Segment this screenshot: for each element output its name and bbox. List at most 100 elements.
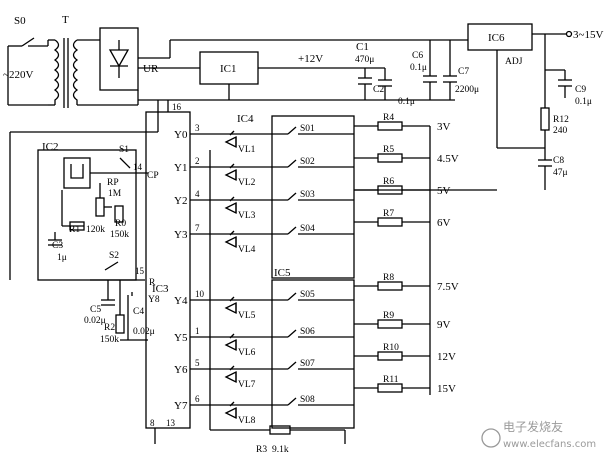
c4-value: 0.02μ [133, 327, 155, 337]
pin-14: 14 [133, 162, 143, 172]
s0-label: S0 [14, 15, 26, 27]
watermark-text: 电子发烧友 [503, 419, 563, 434]
ic1-label: IC1 [220, 63, 237, 75]
resistor [377, 217, 403, 227]
r0-label: R0 [115, 219, 126, 229]
c5-label: C5 [90, 305, 101, 315]
voltage-label: 15V [437, 383, 456, 395]
c6-c7: C6 0.1μ C7 2200μ [410, 40, 479, 100]
resistor-label: R9 [383, 311, 394, 321]
ic3-output-label: Y2 [174, 195, 187, 207]
mains-input: ~220V S0 [3, 15, 55, 106]
relay-switch [287, 192, 297, 201]
ic2-label: IC2 [42, 141, 59, 153]
ic3-output-label: Y4 [174, 295, 188, 307]
led-label: VL8 [238, 416, 256, 426]
relay-switch [287, 361, 297, 370]
ic3-pin-number: 7 [195, 223, 200, 233]
watermark-url: www.elecfans.com [503, 439, 596, 450]
voltage-label: 7.5V [437, 281, 459, 293]
led-label: VL1 [238, 145, 256, 155]
led-label: VL5 [238, 311, 256, 321]
ic5-label: IC5 [274, 267, 291, 279]
relay-switch [287, 397, 297, 406]
r2-label: R2 [104, 323, 115, 333]
resistor [377, 319, 403, 329]
r2-value: 150k [100, 335, 119, 345]
plus12-label: +12V [298, 53, 323, 65]
r-label: R [149, 278, 156, 288]
led-symbol [224, 135, 237, 149]
resistor [377, 383, 403, 393]
led-ray [229, 296, 235, 302]
ic3-label: IC3 [152, 283, 169, 295]
voltage-label: 9V [437, 319, 451, 331]
ic3-output-label: Y6 [174, 364, 188, 376]
c8-value: 47μ [553, 168, 568, 178]
c7-label: C7 [458, 67, 469, 77]
resistor-label: R5 [383, 145, 394, 155]
c7-value: 2200μ [455, 85, 479, 95]
led-ray [229, 333, 235, 339]
switch-label: S05 [300, 290, 315, 300]
c5-value: 0.02μ [84, 316, 106, 326]
r1-label: R1 [69, 225, 80, 235]
switch-label: S06 [300, 327, 315, 337]
resistor-label: R7 [383, 209, 394, 219]
voltage-label: 4.5V [437, 153, 459, 165]
ic6-label: IC6 [488, 32, 505, 44]
switch-label: S03 [300, 190, 315, 200]
led-ray [229, 196, 235, 202]
c1-value: 470μ [355, 55, 374, 65]
rp-value: 1M [108, 189, 122, 199]
relay-switch [287, 329, 297, 338]
switch-label: S01 [300, 124, 315, 134]
y8-label: Y8 [148, 295, 160, 305]
led-symbol [224, 338, 237, 352]
led-ray [229, 230, 235, 236]
switch-label: S07 [300, 359, 315, 369]
mains-label: ~220V [3, 69, 33, 81]
watermark: 电子发烧友 www.elecfans.com [481, 419, 596, 450]
r12-c9-c8: R12 240 C9 0.1μ C8 47μ [538, 34, 592, 190]
ic3-pin-number: 5 [195, 358, 200, 368]
c3-label: C3 [52, 241, 63, 251]
r1-value: 120k [86, 225, 105, 235]
led-label: VL6 [238, 348, 256, 358]
s1-label: S1 [119, 145, 129, 155]
led-ray [229, 163, 235, 169]
voltage-label: 5V [437, 185, 451, 197]
c1-label: C1 [356, 41, 369, 53]
resistor-label: R11 [383, 375, 399, 385]
c9-value: 0.1μ [575, 97, 592, 107]
c9-label: C9 [575, 85, 586, 95]
ic6-regulator: IC6 ADJ 3~15V [467, 23, 603, 149]
ic3-pin-number: 3 [195, 123, 200, 133]
ic5-block: IC5 [271, 267, 355, 429]
led-symbol [224, 235, 237, 249]
switch-label: S04 [300, 224, 315, 234]
ic1-regulator: IC1 +12V [199, 51, 355, 100]
ic3-pin-number: 4 [195, 189, 200, 199]
voltage-label: 3V [437, 121, 451, 133]
ic4-block: IC4 [237, 113, 355, 279]
r3-value: 9.1k [272, 445, 289, 455]
resistor [377, 153, 403, 163]
c3-value: 1μ [57, 253, 67, 263]
ic3-output-label: Y1 [174, 162, 187, 174]
led-ray [229, 401, 235, 407]
transformer-t: T [53, 14, 100, 108]
switch-label: S08 [300, 395, 315, 405]
c1-c2: C1 470μ C2 0.1μ [355, 41, 415, 107]
r12-label: R12 [553, 115, 569, 125]
switch-label: S02 [300, 157, 315, 167]
ur-label: UR [143, 63, 159, 75]
resistor-label: R6 [383, 177, 394, 187]
c2-label: C2 [373, 85, 384, 95]
resistor [377, 121, 403, 131]
resistor-label: R4 [383, 113, 394, 123]
rp-label: RP [107, 178, 119, 188]
s2-label: S2 [109, 251, 119, 261]
